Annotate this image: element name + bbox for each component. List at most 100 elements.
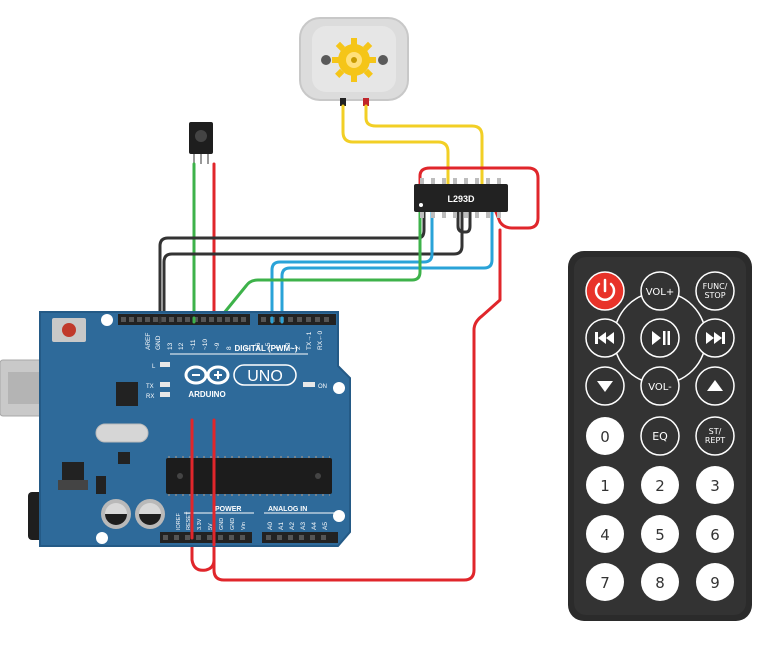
wire-motor-1 [341, 104, 450, 186]
wire-blue-2 [280, 210, 494, 320]
pin-label: Vin [241, 522, 247, 530]
number-label: 2 [655, 477, 665, 495]
st-rept-label-1: ST/ [709, 427, 722, 436]
number-2-button[interactable]: 2 [641, 466, 679, 504]
l293d-chip[interactable]: L293D [414, 178, 508, 218]
pin-label: ~11 [190, 339, 197, 350]
pin-label: IOREF [176, 513, 182, 530]
pin-label: AREF [145, 333, 152, 350]
chip-label: L293D [447, 194, 475, 204]
pin-label: GND [230, 518, 236, 530]
pin-label: 2 [295, 346, 302, 350]
prev-button[interactable] [585, 318, 625, 358]
wire-ir-red [212, 162, 502, 582]
led-l-label: L [152, 364, 156, 370]
pin-label: ~9 [214, 342, 221, 350]
number-label: 9 [710, 574, 720, 592]
arduino-logo-icon [184, 365, 230, 385]
eq-label: EQ [652, 430, 668, 443]
wire-ends [158, 316, 284, 547]
number-label: 5 [655, 526, 665, 544]
dc-motor[interactable] [299, 17, 409, 106]
skip-back-icon [595, 332, 614, 344]
number-7-button[interactable]: 7 [586, 563, 624, 601]
motor-gear-icon [332, 38, 376, 82]
pin-label: RX←0 [317, 330, 324, 350]
number-1-button[interactable]: 1 [586, 466, 624, 504]
pin-label: GND [155, 335, 162, 350]
pin-label: 13 [167, 342, 174, 350]
capacitor [135, 499, 165, 529]
pin-label: A0 [267, 522, 274, 530]
number-5-button[interactable]: 5 [641, 515, 679, 553]
number-9-button[interactable]: 9 [696, 563, 734, 601]
st-rept-label-2: REPT [705, 436, 725, 445]
number-6-button[interactable]: 6 [696, 515, 734, 553]
ir-receiver[interactable] [189, 122, 213, 164]
number-label: 7 [600, 574, 610, 592]
capacitor [101, 499, 131, 529]
play-pause-button[interactable] [640, 318, 680, 358]
down-button[interactable] [585, 366, 625, 406]
wire-red-chip-loop [418, 166, 540, 230]
vol-up-button[interactable]: VOL+ [640, 271, 680, 311]
power-icon [594, 278, 616, 301]
number-label: 1 [600, 477, 610, 495]
ir-remote[interactable]: VOL+ FUNC/ STOP [568, 251, 752, 621]
pin-label: A4 [311, 522, 318, 530]
wire-chip-gnd-black [456, 210, 472, 234]
pin-label: 7 [245, 346, 252, 350]
wire-motor-2 [364, 104, 484, 186]
brand-label: ARDUINO [188, 390, 225, 399]
eq-button[interactable]: EQ [640, 416, 680, 456]
number-label: 8 [655, 574, 665, 592]
wires [158, 104, 540, 582]
number-label: 3 [710, 477, 720, 495]
wire-chip-gnd2-black [162, 210, 464, 318]
next-button[interactable] [695, 318, 735, 358]
power-button[interactable] [585, 271, 625, 311]
wire-blue-1 [270, 210, 434, 320]
pin-label: 4 [275, 346, 282, 350]
pin-label: RESET [186, 511, 192, 530]
pin-label: A1 [278, 522, 285, 530]
pin-label: 12 [178, 342, 185, 350]
st-rept-button[interactable]: ST/ REPT [695, 416, 735, 456]
func-stop-label-1: FUNC/ [703, 282, 728, 291]
pin-label: 8 [226, 346, 233, 350]
led-tx [160, 382, 170, 387]
pin-label: A2 [289, 522, 296, 530]
pin-label: ~10 [202, 339, 209, 350]
power-label: POWER [215, 506, 241, 513]
func-stop-label-2: STOP [704, 291, 725, 300]
reset-button[interactable] [52, 318, 86, 342]
skip-forward-icon [706, 332, 725, 344]
number-label: 6 [710, 526, 720, 544]
analog-in-label: ANALOG IN [268, 506, 307, 513]
arduino-uno[interactable]: AREF GND 13 12 ~11 ~10 ~9 8 7 ~6 ~5 4 ~3… [0, 311, 351, 547]
wire-red-5v [190, 418, 216, 572]
zero-label: 0 [600, 428, 610, 446]
number-8-button[interactable]: 8 [641, 563, 679, 601]
led-on-label: ON [318, 384, 327, 390]
vol-up-label: VOL+ [646, 287, 675, 298]
pin-label: A3 [300, 522, 307, 530]
atmega-chip [166, 456, 332, 496]
arrow-up-icon [707, 380, 723, 391]
play-pause-icon [652, 331, 670, 345]
zero-button[interactable]: 0 [586, 417, 624, 455]
pin-label: 5V [208, 523, 214, 530]
number-4-button[interactable]: 4 [586, 515, 624, 553]
led-tx-label: TX [146, 384, 154, 390]
wire-gnd-black [158, 210, 426, 320]
arrow-down-icon [597, 381, 613, 392]
led-rx [160, 392, 170, 397]
pin-label: GND [219, 518, 225, 530]
vol-down-button[interactable]: VOL- [640, 366, 680, 406]
up-button[interactable] [695, 366, 735, 406]
wire-green-chip [218, 210, 422, 320]
func-stop-button[interactable]: FUNC/ STOP [695, 271, 735, 311]
number-3-button[interactable]: 3 [696, 466, 734, 504]
